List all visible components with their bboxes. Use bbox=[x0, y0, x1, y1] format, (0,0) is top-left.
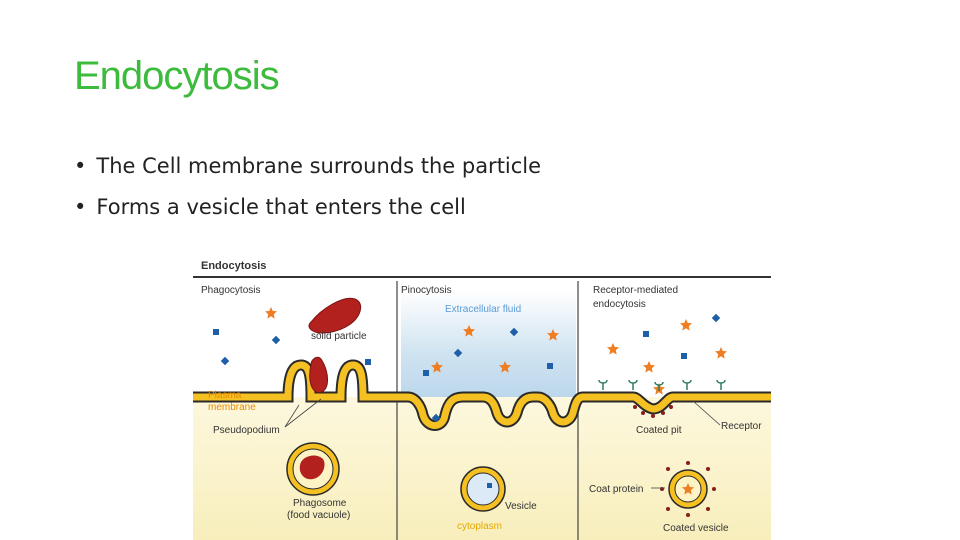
endocytosis-diagram: Endocytosis Phagocytosis Pinocytosis Rec… bbox=[193, 247, 771, 540]
plasma-membrane bbox=[193, 359, 771, 431]
coated-pit-label: Coated pit bbox=[636, 425, 682, 436]
receptors bbox=[598, 379, 726, 391]
coat-proteins-pit bbox=[633, 405, 673, 418]
coated-vesicle-label: Coated vesicle bbox=[663, 523, 729, 534]
coat-protein-label: Coat protein bbox=[589, 484, 643, 495]
plasma-membrane-label-line2: membrane bbox=[208, 402, 256, 413]
receptor-label: Receptor bbox=[721, 421, 762, 432]
phagosome bbox=[286, 442, 340, 496]
phagocytosis-title: Phagocytosis bbox=[201, 285, 260, 296]
extracellular-fluid-label: Extracellular fluid bbox=[445, 304, 521, 315]
vesicle-label: Vesicle bbox=[505, 501, 537, 512]
engulfed-particle bbox=[309, 356, 328, 393]
solid-particle-label: solid particle bbox=[311, 331, 367, 342]
bullet-item-1: The Cell membrane surrounds the particle bbox=[74, 146, 541, 187]
pinocytosis-title: Pinocytosis bbox=[401, 285, 452, 296]
extracellular-fluid-background bbox=[401, 291, 576, 397]
receptor-mediated-title-line2: endocytosis bbox=[593, 299, 646, 310]
cytoplasm-label: cytoplasm bbox=[457, 521, 502, 532]
figure-header: Endocytosis bbox=[201, 260, 266, 272]
slide-title: Endocytosis bbox=[74, 54, 280, 98]
receptor-mediated-title-line1: Receptor-mediated bbox=[593, 285, 678, 296]
bullet-list: The Cell membrane surrounds the particle… bbox=[74, 146, 541, 228]
bullet-item-2: Forms a vesicle that enters the cell bbox=[74, 187, 541, 228]
phagosome-label-line1: Phagosome bbox=[293, 498, 347, 509]
solid-particle bbox=[308, 297, 362, 334]
plasma-membrane-label-line1: Plasma bbox=[208, 390, 242, 401]
molecules bbox=[213, 307, 727, 423]
pseudopodium-label: Pseudopodium bbox=[213, 425, 280, 436]
coated-vesicle bbox=[660, 461, 716, 517]
pinocytosis-vesicle bbox=[460, 466, 506, 512]
phagosome-label-line2: (food vacuole) bbox=[287, 510, 350, 521]
